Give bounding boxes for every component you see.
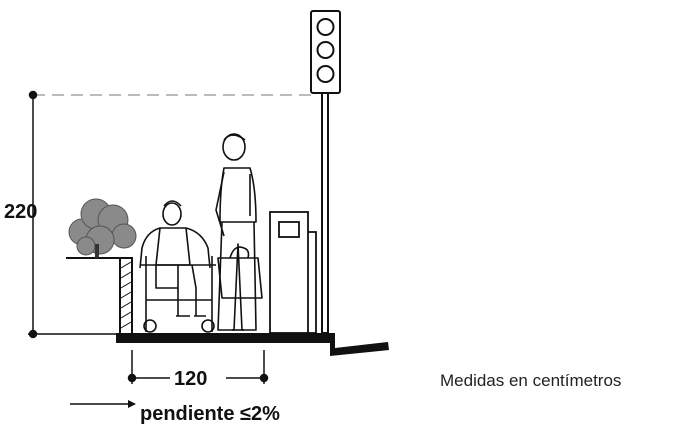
slope-label: pendiente ≤2% bbox=[140, 403, 280, 425]
traffic-light bbox=[310, 10, 341, 334]
shrub bbox=[68, 198, 137, 258]
standing-pedestrian bbox=[215, 133, 263, 331]
slope-arrow bbox=[70, 400, 136, 408]
width-dimension-label: 120 bbox=[174, 368, 208, 390]
sidewalk-ground bbox=[116, 333, 389, 356]
planter bbox=[66, 257, 133, 335]
height-dimension-label: 220 bbox=[4, 201, 38, 223]
wheelchair-user bbox=[139, 200, 216, 333]
height-dimension bbox=[28, 90, 118, 339]
street-furniture-panel bbox=[269, 211, 317, 334]
width-dimension bbox=[127, 350, 269, 384]
units-note: Medidas en centímetros bbox=[440, 371, 622, 390]
